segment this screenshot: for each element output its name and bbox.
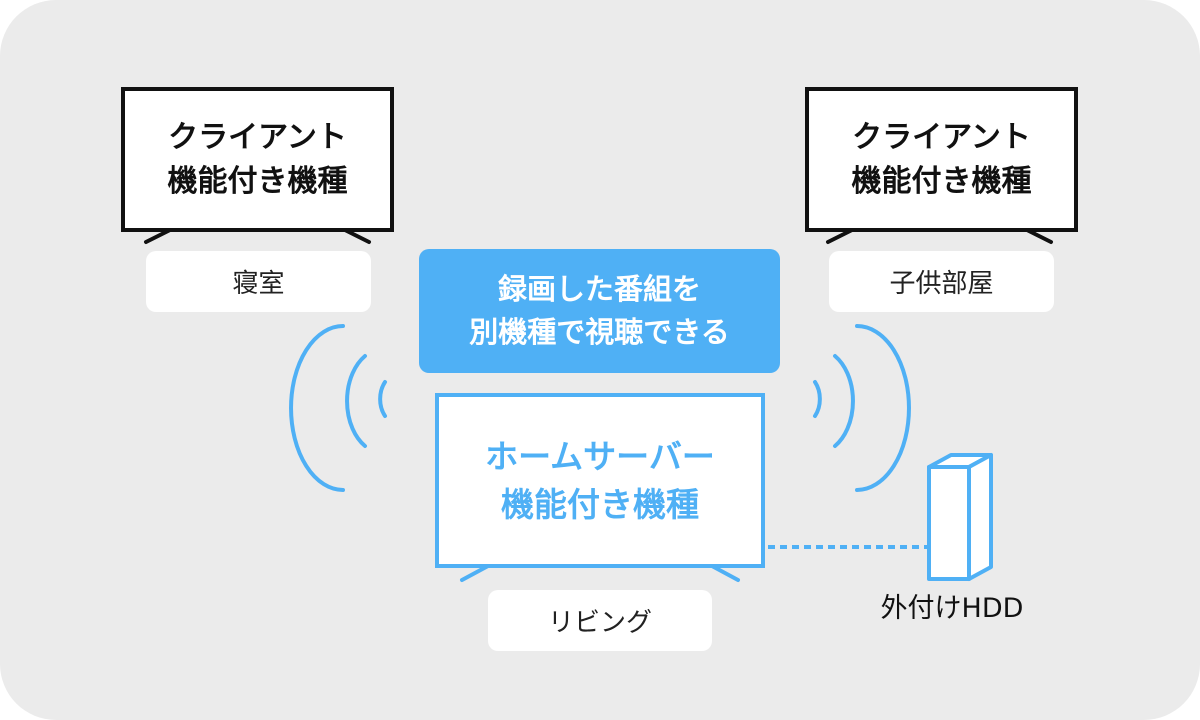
client-tv-bedroom: クライアント 機能付き機種: [121, 87, 394, 232]
feature-callout-line2: 別機種で視聴できる: [469, 315, 730, 349]
feature-callout-line1: 録画した番組を: [497, 271, 701, 306]
client-tv-bedroom-line1: クライアント: [168, 120, 347, 155]
home-server-tv: ホームサーバー 機能付き機種: [435, 393, 765, 568]
room-label-kids-room: 子供部屋: [829, 251, 1054, 312]
client-right-tv-stand: [826, 228, 1053, 244]
external-hdd-icon: [927, 453, 993, 581]
feature-callout: 録画した番組を 別機種で視聴できる: [419, 249, 780, 373]
external-hdd-label: 外付けHDD: [880, 593, 1024, 624]
wireless-wave-right-icon: [813, 324, 911, 492]
client-tv-kids-room-line2: 機能付き機種: [851, 163, 1032, 199]
home-server-tv-line1: ホームサーバー: [485, 436, 715, 476]
wireless-wave-left-icon: [289, 324, 387, 492]
client-tv-kids-room: クライアント 機能付き機種: [805, 87, 1078, 232]
client-tv-kids-room-line1: クライアント: [852, 120, 1031, 155]
room-label-living-room: リビング: [488, 590, 712, 651]
room-label-bedroom: 寝室: [146, 251, 371, 312]
home-server-tv-line2: 機能付き機種: [501, 484, 699, 524]
client-left-tv-stand: [144, 228, 371, 244]
server-tv-stand: [460, 564, 740, 582]
client-tv-bedroom-line2: 機能付き機種: [167, 163, 348, 199]
